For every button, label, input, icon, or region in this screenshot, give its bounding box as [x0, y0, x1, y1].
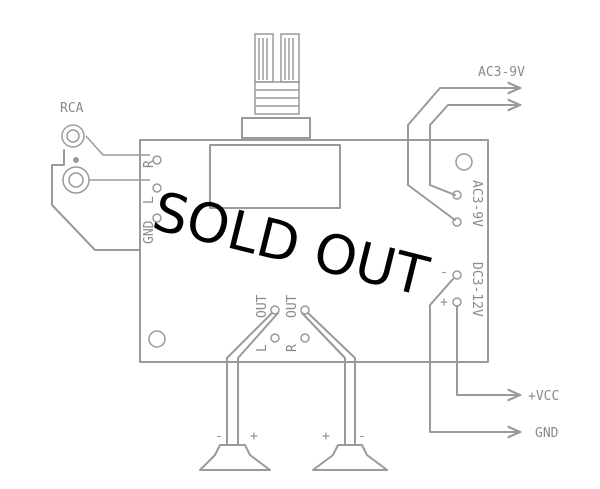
- left-label: L: [142, 196, 157, 204]
- out-r-label: OUT: [285, 294, 300, 318]
- mount-hole-top-right: [455, 153, 473, 171]
- ac-top-label: AC3-9V: [478, 65, 525, 80]
- spk-right-minus: -: [358, 429, 366, 444]
- pin-ac-2: [452, 217, 462, 227]
- speaker-left: - +: [199, 429, 271, 471]
- minus-label: -: [440, 265, 448, 280]
- mount-hole-bottom-left: [148, 330, 166, 348]
- pin-ac-1: [452, 190, 462, 200]
- vertical-dc-label: DC3-12V: [469, 262, 484, 317]
- vertical-ac-label: AC3-9V: [469, 180, 484, 227]
- gnd-out-label: GND: [535, 426, 559, 441]
- pin-out-r: [300, 333, 310, 343]
- rca-label: RCA: [60, 101, 84, 116]
- spk-right-plus: +: [322, 429, 330, 444]
- pin-gnd-in: [152, 213, 162, 223]
- vcc-label: +VCC: [528, 389, 559, 404]
- out-l-label: OUT: [255, 294, 270, 318]
- right-label: R: [142, 160, 157, 168]
- sold-out-stamp: SOLD OUT: [147, 179, 436, 308]
- pin-out-r-top: [300, 305, 310, 315]
- pin-l-label: L: [255, 344, 270, 352]
- pin-dc-minus: [452, 270, 462, 280]
- speaker-right: + -: [312, 429, 388, 471]
- pin-dc-plus: [452, 297, 462, 307]
- gnd-label: GND: [142, 220, 157, 244]
- pin-r-label: R: [285, 344, 300, 352]
- pin-out-l: [270, 333, 280, 343]
- pin-r-in: [152, 155, 162, 165]
- potentiometer: [209, 33, 341, 209]
- pin-l-in: [152, 183, 162, 193]
- plus-label: +: [440, 295, 448, 310]
- rca-connector: RCA: [51, 101, 150, 251]
- spk-left-minus: -: [215, 429, 223, 444]
- pin-out-l-top: [270, 305, 280, 315]
- spk-left-plus: +: [250, 429, 258, 444]
